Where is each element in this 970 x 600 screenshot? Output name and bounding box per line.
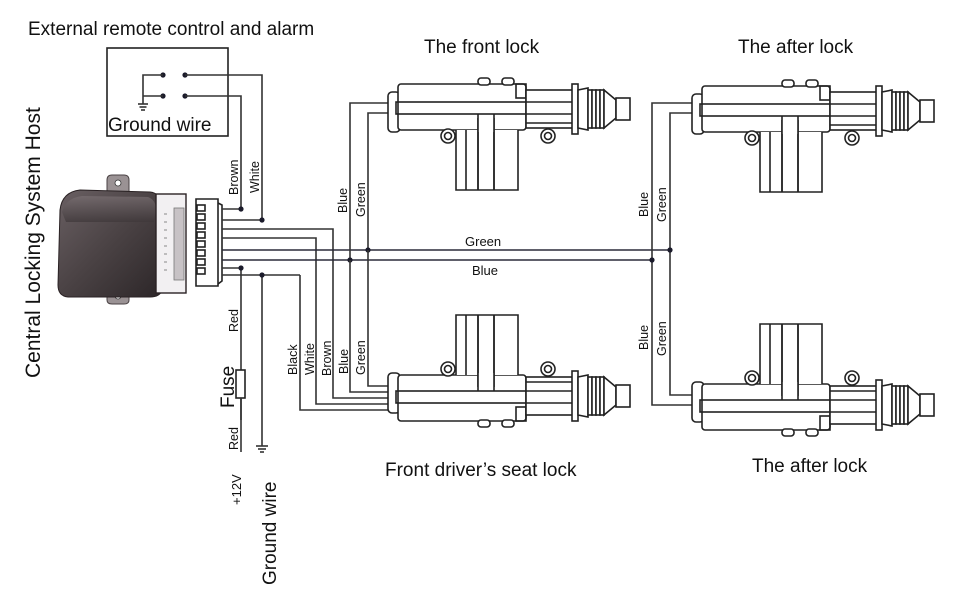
junction-dot	[649, 257, 655, 263]
wire-label-red-lower: Red	[227, 427, 241, 450]
ground-symbol-icon	[256, 440, 268, 453]
harness-wires	[222, 208, 670, 440]
wire-label-driver-white: White	[303, 343, 317, 375]
wire-label-after-bottom-blue: Blue	[637, 325, 651, 350]
junction-dot	[259, 272, 265, 278]
front-lock-actuator	[387, 77, 631, 191]
wire-label-driver-black: Black	[286, 344, 300, 375]
wire-label-after-top-green: Green	[655, 187, 669, 222]
bus-label-blue: Blue	[472, 263, 498, 278]
wire-label-after-bottom-green: Green	[655, 321, 669, 356]
driver-lock-actuator	[387, 314, 631, 428]
after-lock-bottom-title: The after lock	[752, 456, 868, 477]
wire-label-driver-blue: Blue	[337, 349, 351, 374]
box-ground-wire-label: Ground wire	[108, 115, 212, 136]
wire-label-red-upper: Red	[227, 309, 241, 332]
harness-connector	[195, 198, 223, 287]
junction-dot	[259, 217, 265, 223]
central-locking-module	[57, 174, 187, 305]
external-remote-title: External remote control and alarm	[28, 19, 314, 40]
ground-symbol-icon	[138, 103, 148, 111]
front-lock-title: The front lock	[424, 37, 540, 58]
wire-label-after-top-blue: Blue	[637, 192, 651, 217]
driver-lock-title: Front driver’s seat lock	[385, 460, 577, 481]
junction-dot	[238, 265, 244, 271]
wire-label-brown: Brown	[227, 160, 241, 195]
wire-label-front-green: Green	[354, 182, 368, 217]
voltage-label: +12V	[229, 474, 244, 505]
wire-label-white: White	[248, 161, 262, 193]
external-remote-box: Ground wire	[106, 47, 229, 137]
bottom-ground-wire-label: Ground wire	[260, 482, 281, 586]
host-label: Central Locking System Host	[22, 107, 45, 378]
after-lock-bottom-actuator	[691, 323, 935, 437]
wire-label-driver-green: Green	[354, 340, 368, 375]
after-lock-top-title: The after lock	[738, 37, 854, 58]
wire-label-front-blue: Blue	[336, 188, 350, 213]
wire-label-driver-brown: Brown	[320, 341, 334, 376]
junction-dot	[238, 206, 244, 212]
after-lock-top-actuator	[691, 79, 935, 193]
fuse-label: Fuse	[218, 366, 239, 408]
junction-dot	[667, 247, 673, 253]
bus-label-green: Green	[465, 234, 501, 249]
